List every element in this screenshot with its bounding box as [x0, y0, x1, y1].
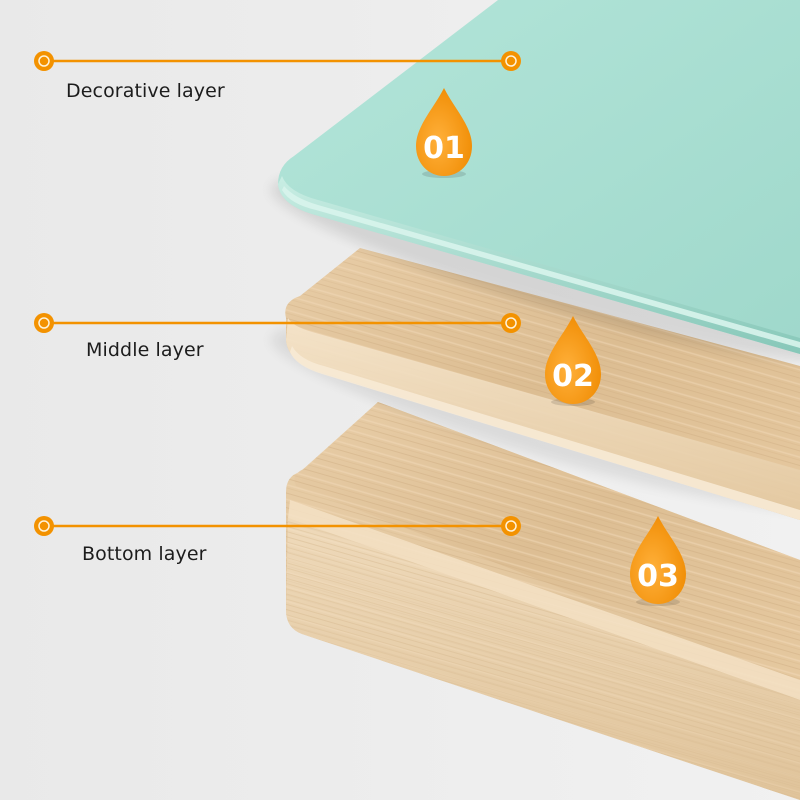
water-drop-icon: 03	[630, 516, 686, 606]
decorative-layer-board	[271, 0, 800, 362]
layer-number-02: 02	[552, 359, 594, 394]
layer-number-03: 03	[637, 559, 679, 594]
label-bottom-layer: Bottom layer	[82, 543, 207, 565]
middle-layer-board	[271, 248, 800, 520]
label-middle-layer: Middle layer	[86, 339, 204, 361]
label-decorative-layer: Decorative layer	[66, 80, 225, 102]
callout-line-decorative	[34, 51, 521, 71]
callout-line-bottom	[34, 516, 521, 536]
water-drop-icon: 02	[545, 316, 601, 406]
bottom-layer-board	[286, 402, 800, 800]
layer-number-01: 01	[423, 131, 465, 166]
water-drop-icon: 01	[416, 88, 472, 178]
callout-line-middle	[34, 313, 521, 333]
